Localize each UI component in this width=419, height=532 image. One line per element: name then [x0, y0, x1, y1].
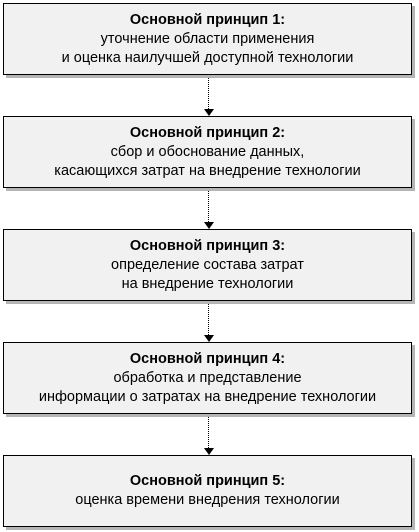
principle-box-5: Основной принцип 5: оценка времени внедр… [3, 455, 412, 527]
arrow-down-icon [204, 109, 214, 116]
arrow-1-line [208, 78, 209, 109]
arrow-down-icon [204, 222, 214, 229]
principle-box-1: Основной принцип 1: уточнение области пр… [3, 3, 412, 75]
arrow-3-to-4 [203, 304, 215, 342]
principle-4-line-2: информации о затратах на внедрение техно… [38, 388, 377, 405]
principle-5-title: Основной принцип 5: [129, 473, 286, 489]
principle-5-line-1: оценка времени внедрения технологии [75, 492, 340, 508]
arrow-4-line [208, 417, 209, 448]
principle-3-title: Основной принцип 3: [129, 237, 286, 254]
principle-2-line-1: сбор и обоснование данных, [110, 143, 305, 160]
arrow-3-line [208, 304, 209, 335]
arrow-4-to-5 [203, 417, 215, 455]
arrow-2-to-3 [203, 191, 215, 229]
principle-3-line-1: определение состава затрат [111, 256, 304, 273]
arrow-1-to-2 [203, 78, 215, 116]
principle-1-line-2: и оценка наилучшей доступной технологии [61, 49, 354, 66]
principle-1-line-1: уточнение области применения [100, 30, 315, 47]
principle-2-line-2: касающихся затрат на внедрение технологи… [54, 162, 361, 179]
principle-box-2: Основной принцип 2: сбор и обоснование д… [3, 116, 412, 188]
principle-3-line-2: на внедрение технологии [121, 275, 294, 292]
principle-2-title: Основной принцип 2: [129, 124, 286, 141]
principle-box-4: Основной принцип 4: обработка и представ… [3, 342, 412, 414]
principle-4-title: Основной принцип 4: [129, 350, 286, 367]
principle-1-title: Основной принцип 1: [129, 11, 286, 28]
principle-box-3: Основной принцип 3: определение состава … [3, 229, 412, 301]
arrow-down-icon [204, 448, 214, 455]
arrow-down-icon [204, 335, 214, 342]
principle-4-line-1: обработка и представление [113, 369, 302, 386]
arrow-2-line [208, 191, 209, 222]
